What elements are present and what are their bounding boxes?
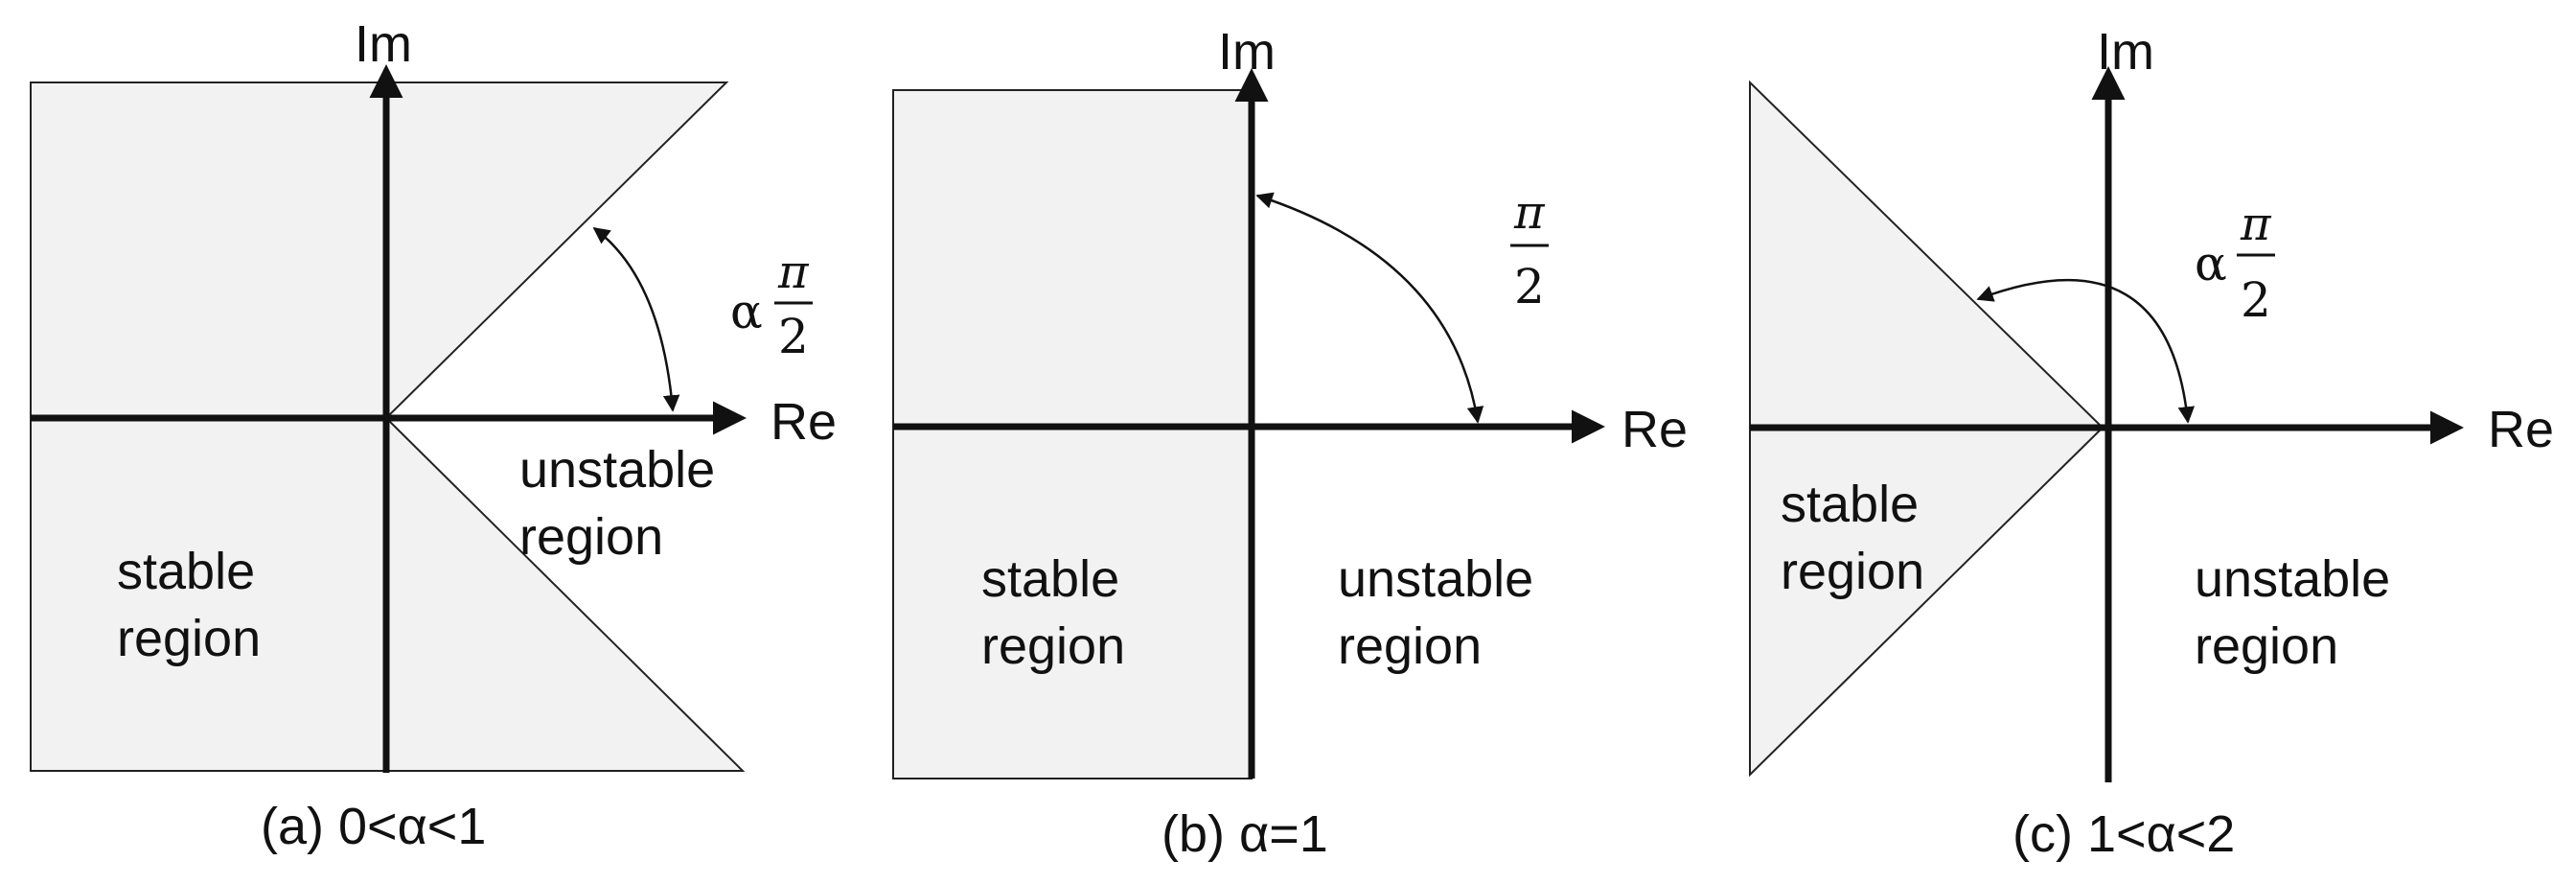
axis-label-im: Im <box>1218 23 1276 81</box>
stable-label-line1: stable <box>117 543 255 600</box>
unstable-label-line1: unstable <box>1338 550 1533 608</box>
angle-denominator: 2 <box>778 309 809 364</box>
stable-label-line2: region <box>981 617 1125 675</box>
stable-region-shape <box>892 89 1253 779</box>
angle-arc <box>592 226 680 412</box>
stable-label-line2: region <box>117 610 261 667</box>
panel-caption: (a) 0<α<1 <box>261 798 486 855</box>
axis-label-re: Re <box>1622 401 1688 458</box>
axis-label-re: Re <box>770 393 837 451</box>
axis-label-im: Im <box>355 15 412 73</box>
panel-a: Im Re stable region unstable region α π … <box>30 15 837 855</box>
angle-numerator: π <box>777 245 810 299</box>
angle-arc <box>1976 278 2196 424</box>
axis-label-re: Re <box>2488 401 2554 458</box>
panel-b: Im Re stable region unstable region π 2 … <box>892 23 1688 863</box>
axis-label-im: Im <box>2097 23 2154 81</box>
angle-arc <box>1255 192 1484 424</box>
angle-denominator: 2 <box>1514 259 1545 314</box>
angle-label: α π 2 <box>730 245 813 364</box>
angle-label: π 2 <box>1510 186 1549 314</box>
angle-denominator: 2 <box>2241 272 2271 328</box>
angle-numerator: π <box>1513 186 1546 240</box>
angle-coefficient: α <box>2195 236 2227 291</box>
angle-coefficient: α <box>730 284 763 339</box>
unstable-label-line1: unstable <box>2195 550 2390 608</box>
angle-numerator: π <box>2240 198 2272 251</box>
panel-caption: (b) α=1 <box>1162 805 1328 863</box>
unstable-label-line1: unstable <box>519 441 715 499</box>
unstable-label-line2: region <box>1338 617 1482 675</box>
stable-label-line2: region <box>1781 543 1924 600</box>
stable-label-line1: stable <box>981 550 1119 608</box>
unstable-label-line2: region <box>2195 617 2338 675</box>
panel-caption: (c) 1<α<2 <box>2012 805 2235 863</box>
stable-label-line1: stable <box>1781 476 1919 533</box>
unstable-label-line2: region <box>519 508 663 566</box>
angle-label: α π 2 <box>2195 198 2275 328</box>
panel-c: Im Re stable region unstable region α π … <box>1749 23 2554 863</box>
